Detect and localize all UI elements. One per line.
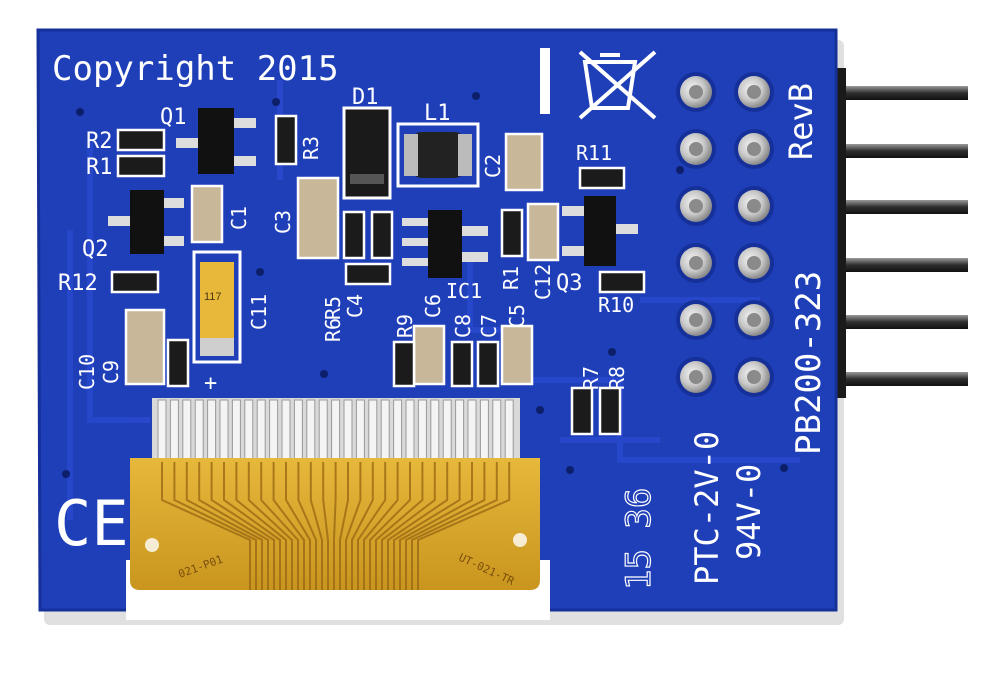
label-q3: Q3 (556, 271, 583, 296)
flame-rating-2: 94V-0 (730, 464, 768, 560)
label-c11: C11 (247, 294, 271, 330)
label-c8: C8 (451, 314, 475, 338)
label-c2: C2 (481, 154, 505, 178)
label-l1: L1 (424, 101, 451, 126)
label-r12: R12 (58, 271, 98, 296)
copyright-text: Copyright 2015 (52, 49, 339, 89)
transistor-q1 (198, 108, 234, 174)
svg-text:117: 117 (204, 291, 222, 303)
ic1-chip (428, 210, 462, 278)
label-q2: Q2 (82, 237, 109, 262)
label-r6: R6 (321, 318, 345, 342)
components: 117 (108, 106, 646, 436)
date-code: 15 36 (619, 488, 659, 590)
label-c3: C3 (271, 210, 295, 234)
label-d1: D1 (352, 85, 379, 110)
label-c12: C12 (531, 264, 555, 300)
label-c9: C9 (99, 360, 123, 384)
flame-rating-1: PTC-2V-0 (688, 431, 726, 585)
label-q1: Q1 (160, 105, 187, 130)
inductor-l1 (396, 122, 480, 188)
header-pads (676, 72, 774, 397)
label-c4: C4 (343, 294, 367, 318)
label-c1: C1 (227, 206, 251, 230)
label-r9: R9 (393, 314, 417, 338)
label-c5: C5 (505, 304, 529, 328)
diode-d1 (342, 106, 392, 200)
revision-text: RevB (782, 83, 820, 160)
designator-labels: Q1 Q2 Q3 D1 L1 IC1 R1 R2 R3 R5 R6 R7 R8 … (58, 85, 634, 396)
oled-flex-cable: 021-P01 UT-021-TR (130, 398, 540, 590)
label-ic1: IC1 (446, 279, 482, 303)
vias (62, 92, 788, 478)
label-r10: R10 (598, 293, 634, 317)
transistor-q3 (584, 196, 616, 266)
label-r11: R11 (576, 141, 612, 165)
label-c7: C7 (477, 314, 501, 338)
label-r2: R2 (86, 129, 113, 154)
ce-mark: CE (54, 487, 129, 560)
weee-bin-icon (540, 48, 657, 120)
transistor-q2 (130, 190, 164, 254)
label-r1: R1 (86, 155, 113, 180)
label-r1b: R1 (499, 266, 523, 290)
label-r5: R5 (321, 296, 345, 320)
header-pins (830, 68, 968, 398)
label-c10: C10 (75, 354, 99, 390)
polarity-plus: + (204, 371, 217, 396)
part-number-text: PB200-323 (789, 271, 829, 455)
label-r3: R3 (299, 136, 323, 160)
label-r7: R7 (579, 366, 603, 390)
label-r8: R8 (605, 366, 629, 390)
label-c6: C6 (421, 294, 445, 318)
capacitor-c11 (192, 250, 242, 364)
